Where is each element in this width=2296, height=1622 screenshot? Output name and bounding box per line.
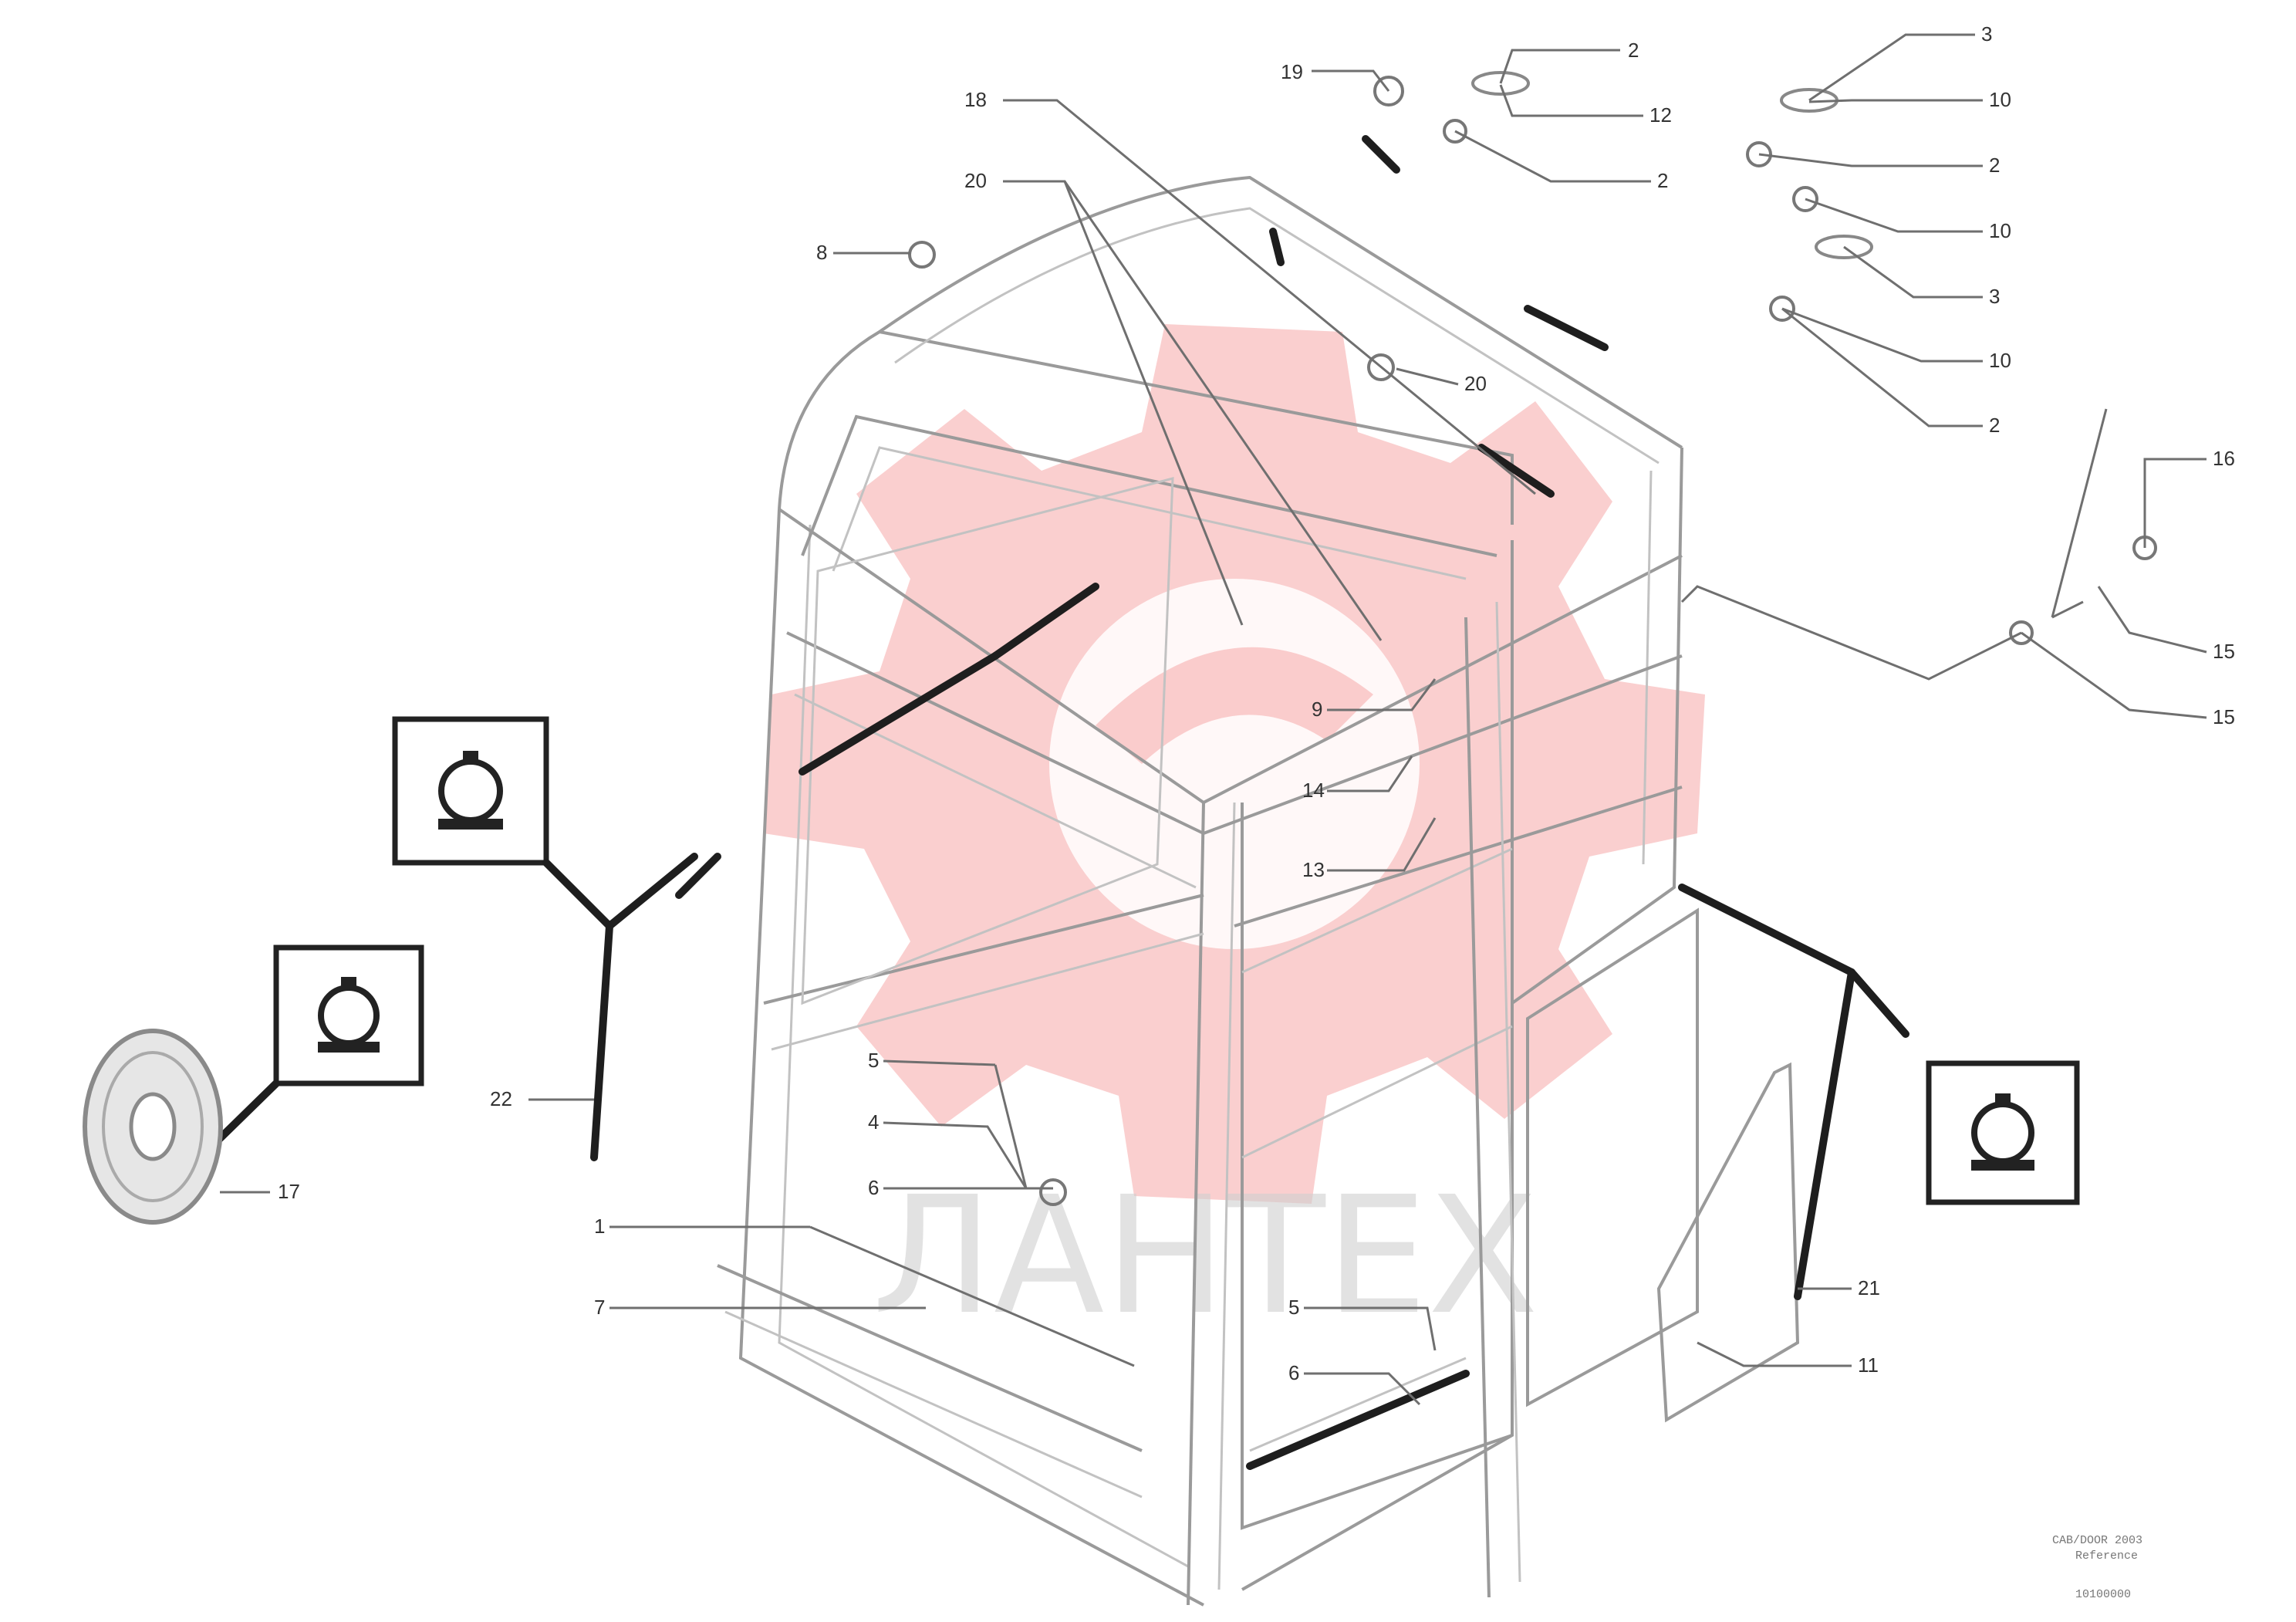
sealant-symbol-middle-left xyxy=(204,944,424,1154)
callout-label: 20 xyxy=(1464,372,1487,395)
callout-label: 16 xyxy=(2213,447,2235,470)
callout-label: 6 xyxy=(868,1176,879,1199)
sealant-symbol-icon xyxy=(318,977,380,1053)
callout-label: 6 xyxy=(1288,1361,1299,1384)
callout-label: 13 xyxy=(1302,858,1325,881)
callout-label: 10 xyxy=(1989,219,2011,242)
callout-label: 12 xyxy=(1649,103,1672,127)
watermark-gear-icon xyxy=(764,324,1705,1204)
hardware-parts xyxy=(809,71,2157,1367)
drawing-code: 10100000 xyxy=(2075,1588,2131,1601)
callout-label: 15 xyxy=(2213,640,2235,663)
callout-label: 15 xyxy=(2213,705,2235,728)
callout-label: 20 xyxy=(964,169,987,192)
callout-label: 11 xyxy=(1858,1353,1879,1377)
sealant-symbol-right xyxy=(1926,1060,2080,1205)
callout-label: 7 xyxy=(594,1296,605,1319)
callout-label: 2 xyxy=(1989,154,2000,177)
callout-label: 2 xyxy=(1989,414,2000,437)
reference-line-1: CAB/DOOR 2003 xyxy=(2052,1534,2142,1547)
callout-label: 22 xyxy=(490,1087,512,1110)
leader-lines xyxy=(220,33,2207,1406)
callout-label: 19 xyxy=(1281,60,1303,83)
callout-label: 3 xyxy=(1981,22,1992,46)
callout-label: 1 xyxy=(594,1215,605,1238)
callout-label: 18 xyxy=(964,88,987,111)
callout-label: 8 xyxy=(816,241,827,264)
callout-label: 14 xyxy=(1302,779,1325,802)
callout-label: 17 xyxy=(278,1180,300,1203)
callout-label: 9 xyxy=(1312,698,1322,721)
callout-label: 5 xyxy=(868,1049,879,1072)
reference-line-2: Reference xyxy=(2075,1549,2138,1563)
watermark-text: ЛАНТЕХ xyxy=(872,1161,1538,1350)
callout-label: 10 xyxy=(1989,349,2011,372)
drawing-reference: CAB/DOOR 2003 Reference 10100000 xyxy=(2052,1534,2142,1601)
callout-labels: 19 2 12 2 3 10 2 10 3 10 2 18 20 8 20 16… xyxy=(278,22,2235,1384)
tape-roll-icon xyxy=(83,1029,223,1225)
callout-label: 3 xyxy=(1989,285,2000,308)
callout-label: 21 xyxy=(1858,1276,1880,1299)
callout-label: 10 xyxy=(1989,88,2011,111)
callout-label: 2 xyxy=(1628,39,1639,62)
sealant-symbol-left xyxy=(392,716,698,931)
callout-label: 4 xyxy=(868,1110,879,1134)
sealant-symbol-icon xyxy=(1971,1093,2034,1171)
cab-frame xyxy=(717,175,1800,1607)
sealant-symbol-icon xyxy=(438,751,503,830)
seal-strips xyxy=(590,135,1909,1470)
callout-label: 5 xyxy=(1288,1296,1299,1319)
callout-label: 2 xyxy=(1657,169,1668,192)
